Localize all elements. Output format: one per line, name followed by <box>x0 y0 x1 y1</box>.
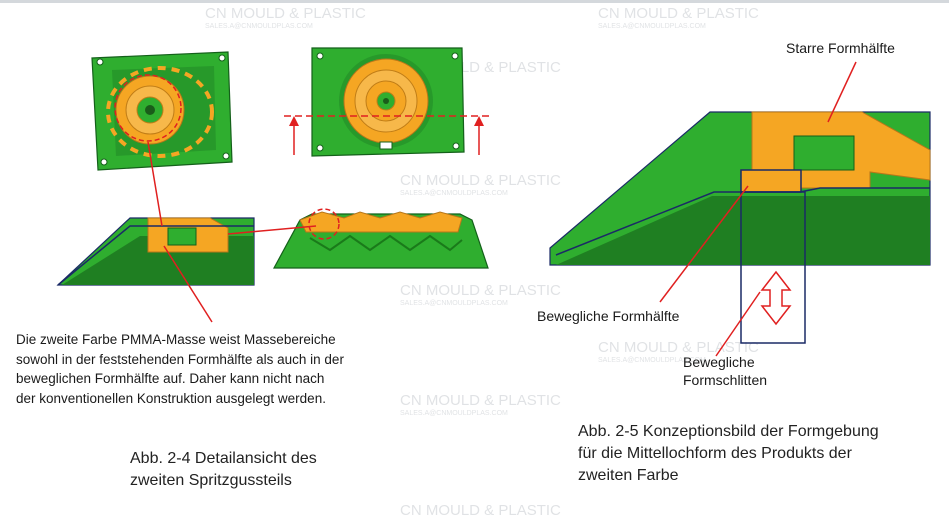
part-view-top-left <box>91 51 233 171</box>
label-moving-slide: Bewegliche Formschlitten <box>683 354 768 388</box>
watermark-email: SALES.A@CNMOULDPLAS.COM <box>598 23 706 30</box>
watermark-email: SALES.A@CNMOULDPLAS.COM <box>400 190 508 197</box>
watermark-brand: CN MOULD & PLASTIC <box>400 502 561 519</box>
watermark-email: SALES.A@CNMOULDPLAS.COM <box>400 300 508 307</box>
figure-right-caption: Abb. 2-5 Konzeptionsbild der Formgebung … <box>578 423 879 484</box>
part-view-top-center <box>284 47 490 157</box>
watermark-email: SALES.A@CNMOULDPLAS.COM <box>598 357 706 364</box>
watermark-brand: CN MOULD & PLASTIC <box>598 5 759 22</box>
figure-left-caption: Abb. 2-4 Detailansicht des zweiten Sprit… <box>130 450 317 489</box>
mould-section-right <box>549 111 931 344</box>
leader-lines-right <box>659 61 857 357</box>
label-fixed-half: Starre Formhälfte <box>786 40 895 56</box>
watermark-brand: CN MOULD & PLASTIC <box>400 392 561 409</box>
section-view-left <box>56 217 255 286</box>
figure-left-description: Die zweite Farbe PMMA-Masse weist Masseb… <box>16 332 344 406</box>
watermark-brand: CN MOULD & PLASTIC <box>400 282 561 299</box>
watermark-email: SALES.A@CNMOULDPLAS.COM <box>205 23 313 30</box>
watermark-brand: CN MOULD & PLASTIC <box>205 5 366 22</box>
section-view-center <box>272 208 489 269</box>
label-moving-half: Bewegliche Formhälfte <box>537 308 680 324</box>
watermark-email: SALES.A@CNMOULDPLAS.COM <box>400 410 508 417</box>
leader-lines-left <box>147 141 317 323</box>
top-border <box>0 0 949 3</box>
watermark-brand: CN MOULD & PLASTIC <box>400 172 561 189</box>
